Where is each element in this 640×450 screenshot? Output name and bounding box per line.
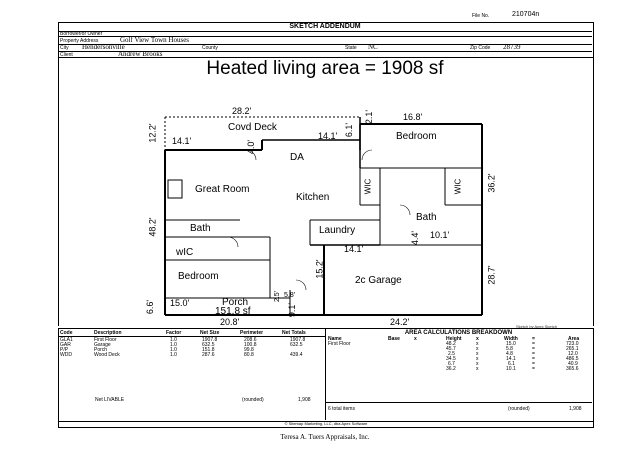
dim-left-bottom: 6.6' (145, 299, 156, 315)
property-value: Golf View Town Houses (120, 36, 190, 44)
net-livable-label: Net LIVABLE (95, 397, 125, 403)
zip-value: 28739 (503, 43, 521, 51)
client-label: Client (60, 52, 73, 58)
area-table-box (58, 328, 594, 422)
dim-right-v1: 2.1' (364, 109, 375, 125)
room-bath-2: Bath (416, 212, 437, 223)
dim-porch-v2: 9.1' (287, 302, 298, 318)
door-swing-icon (227, 236, 239, 248)
dim-porch-w: 15.0' (170, 298, 190, 308)
file-no: 210704n (512, 11, 540, 18)
sketch-headline: Heated living area = 1908 sf (206, 58, 444, 79)
city-value: Hendersonville (82, 43, 125, 51)
room-laundry: Laundry (319, 225, 356, 236)
dim-garage-left: 15.2' (314, 259, 325, 279)
dim-small-v: 4.4' (410, 230, 421, 246)
area-table-divider (325, 328, 326, 420)
net-livable-rounded: (rounded) (242, 397, 264, 403)
dim-deck-v2: 6.1' (344, 122, 355, 138)
net-livable-value: 1,908 (298, 397, 311, 403)
room-bedroom-2: Bedroom (178, 271, 219, 282)
room-bedroom-1: Bedroom (396, 131, 437, 142)
room-garage: 2c Garage (355, 275, 402, 286)
dim-deck-right: 14.1' (318, 131, 338, 141)
room-kitchen: Kitchen (296, 192, 330, 203)
dim-left-mid: 48.2' (147, 217, 158, 237)
door-swing-icon (245, 149, 257, 161)
breakdown-total-value: 1,908 (569, 406, 582, 412)
room-wic-2: WIC (453, 178, 463, 195)
client-value: Andrew Brooks (118, 50, 163, 58)
room-covd-deck: Covd Deck (228, 122, 277, 133)
city-label: City (60, 45, 69, 51)
dim-bottom-left: 20.8' (220, 317, 240, 327)
breakdown-total-items: 6 total items (328, 406, 355, 412)
dim-top: 28.2' (232, 106, 252, 116)
dim-top-right: 16.8' (403, 112, 423, 122)
header-rule-1 (58, 36, 592, 37)
room-great-room: Great Room (195, 184, 250, 195)
fireplace-icon (167, 179, 183, 199)
room-wic-3: wIC (176, 247, 194, 258)
area-table-rows: GLA1 First Floor 1.0 1907.8 208.6 1907.8… (60, 337, 306, 358)
breakdown-title: AREA CALCULATIONS BREAKDOWN (404, 330, 513, 336)
property-label: Property Address (60, 38, 99, 44)
zip-label: Zip Code (470, 45, 491, 51)
borrower-label: Borrower/or Owner (60, 31, 103, 37)
door-swing-icon (361, 149, 373, 161)
room-porch: Porch (222, 297, 249, 308)
sketch-area (58, 56, 594, 326)
dim-left-top: 12.2' (147, 123, 158, 143)
dim-porch-small: 5.8' (284, 292, 296, 299)
dim-porch-v1: 2.5' (274, 290, 282, 303)
header-rule-2 (58, 44, 592, 45)
breakdown-rounded: (rounded) (508, 406, 530, 412)
header-box (58, 22, 594, 58)
state-label: State (345, 45, 357, 51)
dim-deck-v1: 4.0' (246, 139, 257, 155)
dim-laundry-w: 14.1' (344, 244, 364, 254)
door-swing-icon (295, 279, 307, 291)
room-bath-1: Bath (190, 223, 211, 234)
header-rule-3 (58, 51, 592, 52)
breakdown-rows: 48.2 x 15.0 = 723.0 45.7 x 5.8 = 265.1 2… (446, 341, 579, 372)
file-no-label: File No. (472, 13, 490, 19)
sketch-credit: Sketch by Apex Sketch (516, 324, 557, 329)
dim-garage-right: 28.7' (486, 265, 497, 285)
room-da: DA (290, 152, 304, 163)
breakdown-total-rule (325, 402, 592, 403)
addendum-title: SKETCH ADDENDUM (58, 22, 592, 32)
room-wic-1: WIC (363, 178, 373, 195)
footer-company: Teresa A. Tuers Appraisals, Inc. (280, 433, 370, 441)
breakdown-first-floor: First Floor (328, 341, 351, 347)
room-porch-area: 151.8 sf (215, 306, 251, 317)
state-value: NC (368, 43, 378, 51)
dim-right-w: 10.1' (430, 230, 450, 240)
footer-software: © Sitemap Marketing, LLC, dba Apex Softw… (58, 420, 594, 428)
dim-bottom-right: 24.2' (390, 317, 410, 327)
dim-deck-left: 14.1' (172, 136, 192, 146)
door-swing-icon (399, 204, 411, 216)
area-table-rule (58, 336, 325, 337)
dim-right-v2: 36.2' (486, 173, 497, 193)
county-label: County (202, 45, 218, 51)
